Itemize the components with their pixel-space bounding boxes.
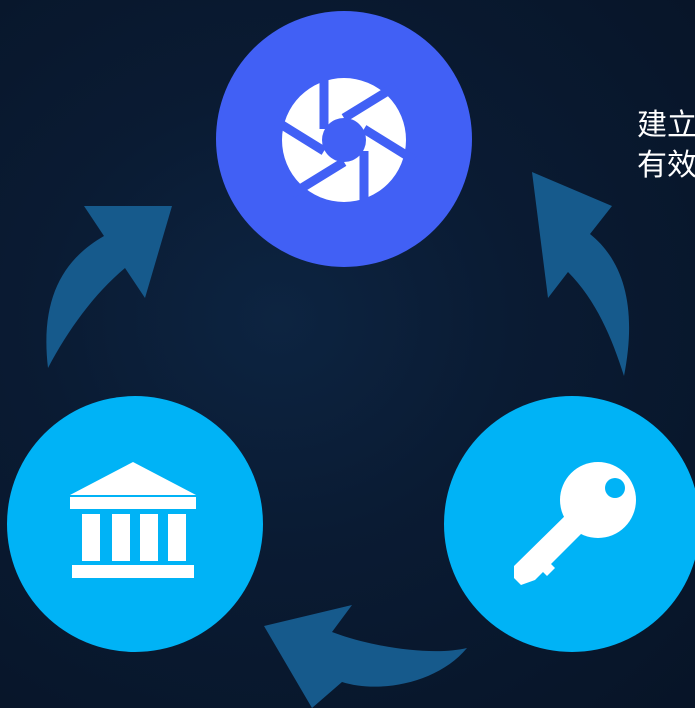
side-caption-line-2: 有效 [637, 148, 695, 183]
cycle-arrows [46, 172, 630, 708]
key-icon [514, 462, 636, 585]
arrow-key-to-aperture [532, 172, 630, 376]
arrow-bank-to-aperture [46, 206, 172, 368]
key-node [444, 396, 695, 652]
aperture-icon [271, 70, 417, 210]
aperture-node [216, 11, 472, 267]
side-caption: 建立 有效 [637, 106, 695, 186]
arrow-key-to-bank [264, 605, 467, 708]
bank-node [7, 396, 263, 652]
bank-icon [70, 462, 196, 578]
side-caption-line-1: 建立 [637, 108, 695, 143]
